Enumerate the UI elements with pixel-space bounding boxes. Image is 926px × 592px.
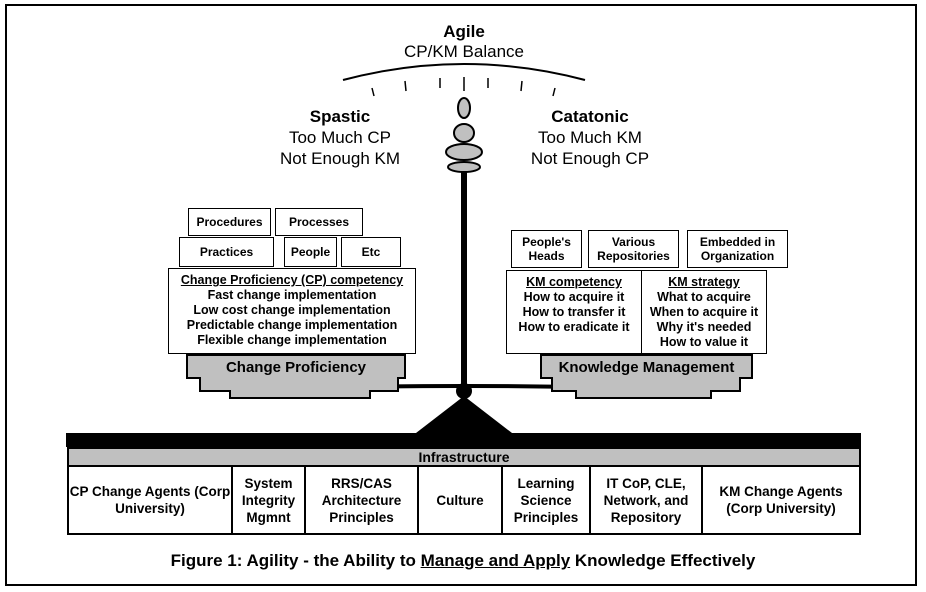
agile-label: Agile CP/KM Balance: [364, 22, 564, 62]
km-strategy-item: Why it's needed: [656, 320, 752, 334]
catatonic-line2: Not Enough CP: [530, 149, 650, 168]
cp-pan-label: Change Proficiency: [225, 359, 367, 376]
scale-knob: [445, 97, 483, 173]
km-competency-item: How to eradicate it: [518, 320, 630, 334]
catatonic-label: Catatonic Too Much KM Not Enough CP: [505, 106, 675, 169]
infra-cell-rrs-cas: RRS/CAS Architecture Principles: [306, 467, 419, 533]
dial-arc: [342, 63, 586, 81]
caption-underlined: Manage and Apply: [420, 551, 571, 570]
left-pan: [186, 354, 406, 399]
cp-tag-processes: Processes: [275, 208, 363, 236]
km-competency-item: How to acquire it: [523, 290, 625, 304]
cp-tag-etc: Etc: [341, 237, 401, 267]
caption-suffix: Knowledge Effectively: [570, 551, 756, 570]
km-pan-label: Knowledge Management: [558, 359, 735, 376]
cp-item: Flexible change implementation: [197, 333, 387, 347]
infra-cell-culture: Culture: [419, 467, 503, 533]
cp-item: Predictable change implementation: [186, 318, 398, 332]
infrastructure-title: Infrastructure: [69, 449, 859, 467]
cp-competency-box: Change Proficiency (CP) competency Fast …: [168, 268, 416, 354]
km-tag-label: Embedded in Organization: [699, 235, 776, 263]
infra-cell-learning-science: Learning Science Principles: [503, 467, 591, 533]
km-strategy-box: KM strategy What to acquire When to acqu…: [641, 270, 767, 354]
km-tag-peoples-heads: People's Heads: [511, 230, 582, 268]
spastic-line1: Too Much CP: [288, 128, 392, 147]
cp-tag-procedures: Procedures: [188, 208, 271, 236]
scale-post: [461, 172, 467, 388]
spastic-title: Spastic: [309, 107, 371, 126]
dial-ticks: [371, 77, 556, 97]
scale-pivot: [456, 383, 472, 399]
infra-cell-cp-change-agents: CP Change Agents (Corp University): [69, 467, 233, 533]
infra-slab: [66, 433, 861, 447]
catatonic-title: Catatonic: [551, 107, 629, 126]
cp-item: Fast change implementation: [207, 288, 377, 302]
cp-tag-people: People: [284, 237, 337, 267]
cp-tag-practices: Practices: [179, 237, 274, 267]
catatonic-line1: Too Much KM: [538, 128, 642, 147]
km-strategy-heading: KM strategy: [668, 275, 740, 289]
km-strategy-item: What to acquire: [657, 290, 751, 304]
km-tag-label: People's Heads: [522, 235, 571, 263]
spastic-label: Spastic Too Much CP Not Enough KM: [255, 106, 425, 169]
agile-subtitle: CP/KM Balance: [404, 42, 524, 61]
figure-caption: Figure 1: Agility - the Ability to Manag…: [20, 551, 906, 571]
agile-title: Agile: [443, 22, 485, 41]
spastic-line2: Not Enough KM: [279, 149, 400, 168]
km-tag-embedded: Embedded in Organization: [687, 230, 788, 268]
km-competency-item: How to transfer it: [522, 305, 626, 319]
km-strategy-item: How to value it: [659, 335, 749, 349]
km-tag-various-repositories: Various Repositories: [588, 230, 679, 268]
scale-base: [416, 396, 512, 433]
km-competency-heading: KM competency: [526, 275, 622, 289]
infrastructure-table: Infrastructure CP Change Agents (Corp Un…: [67, 447, 861, 535]
caption-prefix: Figure 1: Agility - the Ability to: [170, 551, 421, 570]
infra-cell-system-integrity: System Integrity Mgmnt: [233, 467, 306, 533]
figure-frame: [5, 4, 917, 586]
infra-cell-it-cop: IT CoP, CLE, Network, and Repository: [591, 467, 703, 533]
cp-item: Low cost change implementation: [193, 303, 391, 317]
km-strategy-item: When to acquire it: [649, 305, 759, 319]
infra-cell-km-change-agents: KM Change Agents (Corp University): [719, 484, 843, 516]
right-pan: [540, 354, 753, 399]
km-competency-box: KM competency How to acquire it How to t…: [506, 270, 642, 354]
km-tag-label: Various Repositories: [597, 235, 670, 263]
cp-heading: Change Proficiency (CP) competency: [180, 273, 404, 287]
